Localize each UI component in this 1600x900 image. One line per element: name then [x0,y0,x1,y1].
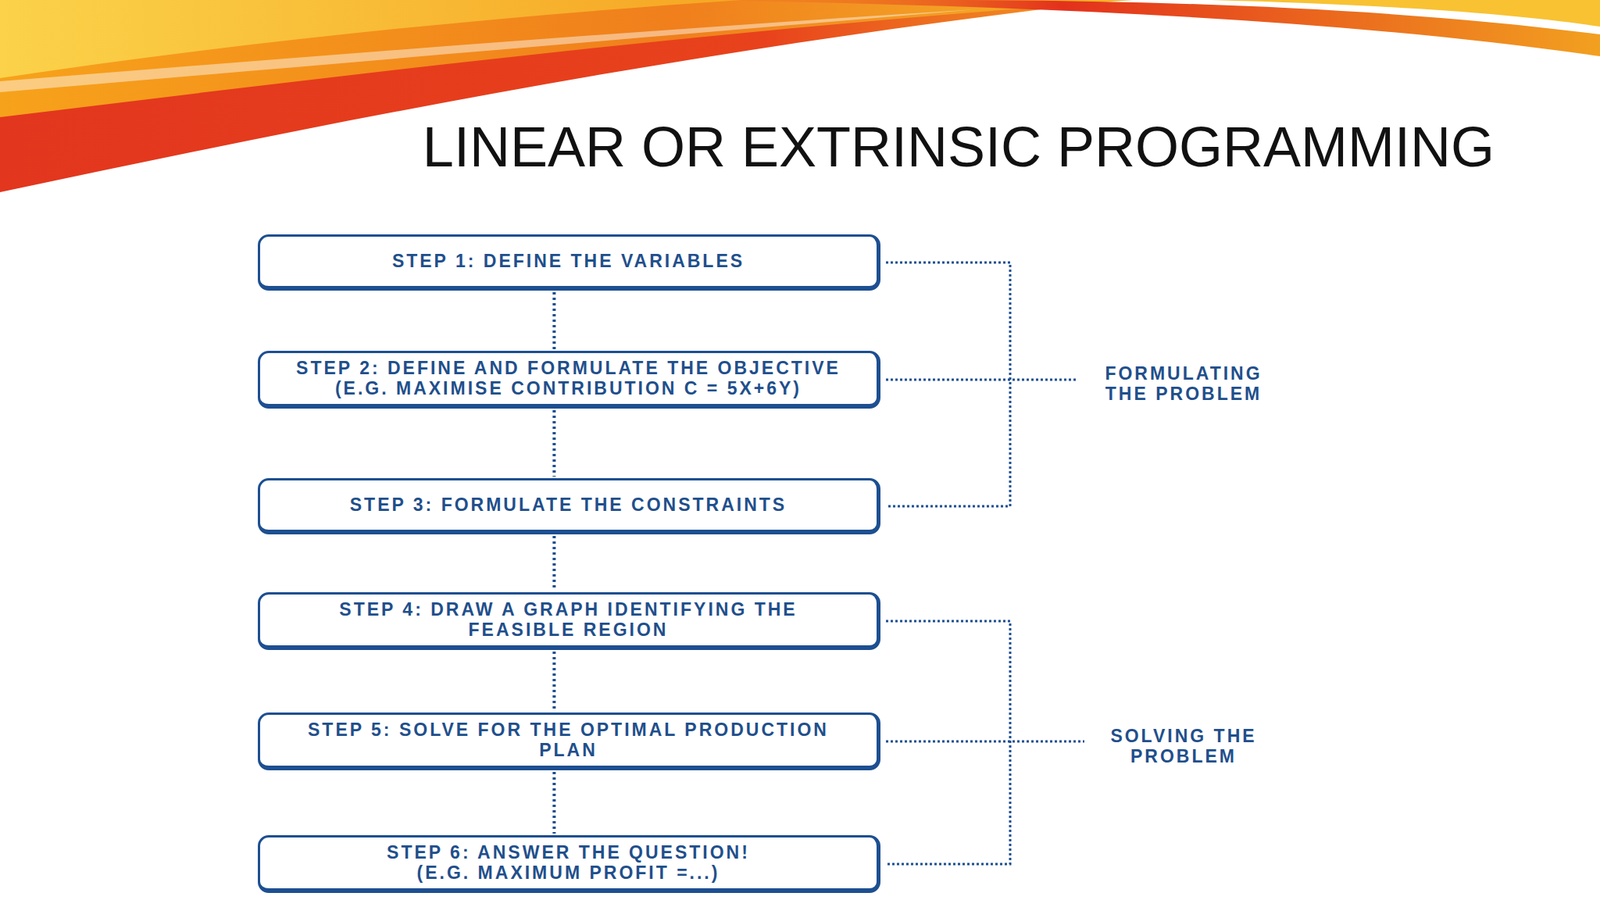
step-box: STEP 2: DEFINE AND FORMULATE THE OBJECTI… [257,350,881,409]
step-box: STEP 4: DRAW A GRAPH IDENTIFYING THE FEA… [257,592,881,650]
step-text: (E.G. MAXIMISE CONTRIBUTION C = 5X+6Y) [335,378,802,399]
step-box: STEP 3: FORMULATE THE CONSTRAINTS [257,478,881,535]
bracket-line [885,740,1085,743]
swoosh-band [703,0,1600,57]
group-label: FORMULATING THE PROBLEM [1089,363,1278,405]
step-text: STEP 2: DEFINE AND FORMULATE THE OBJECTI… [296,357,841,379]
slide-title: LINEAR OR EXTRINSIC PROGRAMMING [422,118,1495,175]
step-box: STEP 5: SOLVE FOR THE OPTIMAL PRODUCTION… [257,712,881,771]
swoosh-band [0,9,977,93]
step-text: STEP 4: DRAW A GRAPH IDENTIFYING THE FEA… [326,599,811,641]
step-text: STEP 3: FORMULATE THE CONSTRAINTS [350,494,787,515]
dotted-connector [552,535,556,591]
step-text: (E.G. MAXIMUM PROFIT =...) [417,862,721,883]
dotted-connector [552,771,556,834]
bracket-line [885,262,1011,507]
step-box: STEP 6: ANSWER THE QUESTION!(E.G. MAXIMU… [257,835,881,893]
swoosh-band [1210,0,1600,27]
dotted-connector [552,410,556,477]
group-label: SOLVING THE PROBLEM [1089,725,1278,768]
dotted-connector [552,651,556,711]
dotted-connector [552,292,556,350]
step-text: STEP 1: DEFINE THE VARIABLES [392,250,745,272]
bracket-line [885,378,1079,382]
step-text: STEP 6: ANSWER THE QUESTION! [386,842,750,863]
step-text: STEP 5: SOLVE FOR THE OPTIMAL PRODUCTION… [291,719,847,761]
step-box: STEP 1: DEFINE THE VARIABLES [257,234,881,291]
